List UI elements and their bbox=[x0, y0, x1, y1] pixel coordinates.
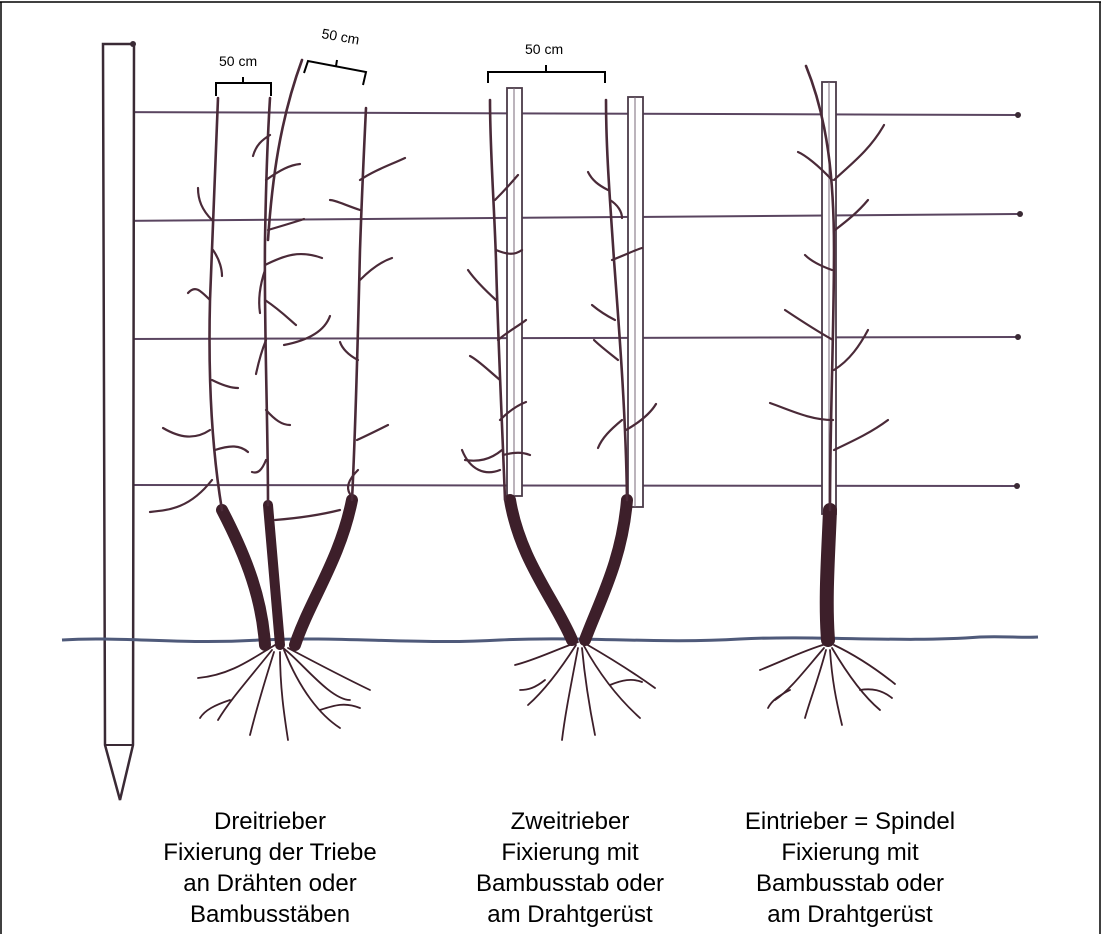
spacing-bracket bbox=[488, 72, 605, 83]
caption-one-shoot: Eintrieber = Spindel Fixierung mit Bambu… bbox=[715, 806, 985, 930]
side-branch bbox=[834, 330, 868, 370]
spacing-brackets: 50 cm 50 cm bbox=[216, 25, 366, 96]
ground-line bbox=[62, 637, 1038, 642]
side-branch bbox=[212, 380, 238, 388]
trunk-right bbox=[295, 500, 352, 645]
side-branch bbox=[330, 200, 360, 210]
trellis-wires bbox=[103, 112, 1023, 489]
trunk-left bbox=[222, 510, 265, 645]
shoot bbox=[352, 108, 366, 500]
dimension-label: 50 cm bbox=[219, 53, 257, 69]
spacing-brackets: 50 cm bbox=[488, 41, 605, 83]
caption-two-shoot: Zweitrieber Fixierung mit Bambusstab ode… bbox=[445, 806, 695, 930]
plant-two-shoot: 50 cm bbox=[462, 41, 656, 740]
side-branch bbox=[360, 258, 392, 280]
plant-one-shoot bbox=[760, 66, 895, 725]
caption-line: am Drahtgerüst bbox=[445, 899, 695, 930]
dimension-label-angled: 50 cm bbox=[320, 25, 360, 47]
side-branch bbox=[360, 158, 405, 180]
side-branch bbox=[588, 172, 608, 190]
shoot bbox=[490, 100, 505, 500]
side-branch bbox=[834, 125, 884, 180]
root-system bbox=[760, 644, 895, 725]
trellis-wire bbox=[103, 485, 1017, 486]
side-branch bbox=[256, 340, 266, 374]
caption-title: Eintrieber = Spindel bbox=[715, 806, 985, 837]
wire-anchor bbox=[1014, 483, 1020, 489]
caption-title: Dreitrieber bbox=[145, 806, 395, 837]
side-branch bbox=[592, 305, 615, 320]
wire-anchor bbox=[1015, 112, 1021, 118]
caption-line: Fixierung der Triebe bbox=[145, 837, 395, 868]
trunk bbox=[827, 510, 830, 640]
caption-line: an Drähten oder bbox=[145, 868, 395, 899]
caption-line: Fixierung mit bbox=[715, 837, 985, 868]
caption-line: Fixierung mit bbox=[445, 837, 695, 868]
side-branch bbox=[470, 356, 500, 380]
caption-three-shoot: Dreitrieber Fixierung der Triebe an Dräh… bbox=[145, 806, 395, 930]
spacing-bracket-angled bbox=[304, 61, 366, 85]
caption-title: Zweitrieber bbox=[445, 806, 695, 837]
post-nail bbox=[130, 41, 136, 47]
side-branch bbox=[198, 188, 212, 220]
trellis-post bbox=[103, 41, 136, 800]
side-branch bbox=[266, 164, 300, 180]
side-branch bbox=[265, 300, 296, 325]
side-branch bbox=[213, 250, 222, 276]
side-branch bbox=[252, 460, 266, 473]
side-branch bbox=[266, 410, 290, 425]
trellis-wire bbox=[103, 112, 1018, 115]
shoot bbox=[268, 60, 302, 240]
side-branch bbox=[465, 450, 502, 461]
root-system bbox=[198, 645, 370, 740]
shoot bbox=[606, 100, 627, 500]
side-branch bbox=[462, 450, 500, 472]
side-branch bbox=[275, 510, 340, 520]
wire-anchor bbox=[1017, 211, 1023, 217]
trunk-left bbox=[510, 500, 572, 640]
side-branch bbox=[340, 342, 358, 360]
root-system bbox=[515, 642, 655, 740]
side-branch bbox=[215, 446, 248, 452]
side-branch bbox=[357, 425, 388, 440]
wire-anchor bbox=[1015, 334, 1021, 340]
side-branch bbox=[598, 420, 622, 448]
trellis-wire bbox=[103, 337, 1018, 339]
spacing-bracket bbox=[216, 83, 271, 96]
trunk-center bbox=[268, 505, 280, 645]
post-body bbox=[103, 44, 134, 800]
trellis-wire bbox=[103, 214, 1020, 221]
side-branch bbox=[188, 289, 210, 300]
caption-line: am Drahtgerüst bbox=[715, 899, 985, 930]
side-branch bbox=[594, 340, 618, 360]
side-branch bbox=[265, 254, 322, 265]
caption-line: Bambusstäben bbox=[145, 899, 395, 930]
caption-line: Bambusstab oder bbox=[445, 868, 695, 899]
side-branch bbox=[468, 270, 496, 300]
trunk-right bbox=[585, 500, 627, 640]
side-branch bbox=[834, 420, 888, 450]
side-branch bbox=[163, 428, 210, 437]
caption-line: Bambusstab oder bbox=[715, 868, 985, 899]
plant-three-shoot: 50 cm 50 cm bbox=[150, 25, 405, 740]
dimension-label: 50 cm bbox=[525, 41, 563, 57]
